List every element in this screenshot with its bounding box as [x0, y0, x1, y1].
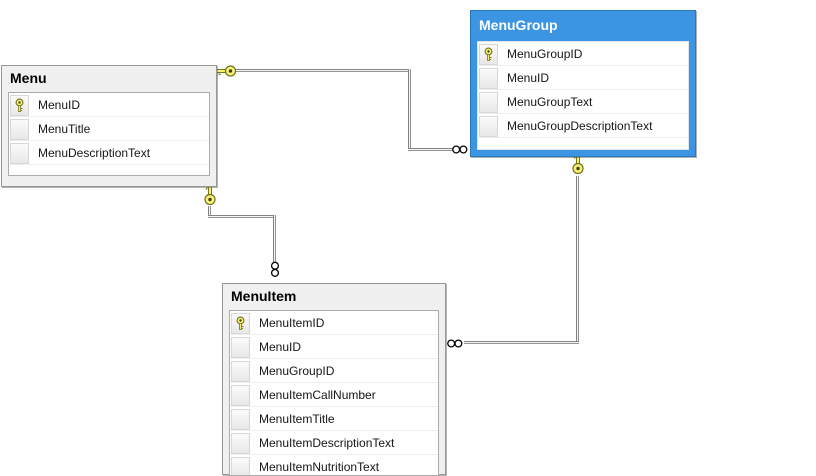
column-name: MenuTitle: [38, 122, 90, 136]
column-row[interactable]: MenuItemNutritionText: [230, 455, 438, 476]
column-name: MenuItemNutritionText: [259, 460, 379, 474]
column-row[interactable]: MenuID: [9, 93, 209, 117]
many-end-infinity-icon: [451, 143, 469, 156]
column-row[interactable]: MenuID: [230, 335, 438, 359]
column-row[interactable]: MenuDescriptionText: [9, 141, 209, 165]
column-name: MenuGroupDescriptionText: [507, 119, 652, 133]
column-name: MenuItemTitle: [259, 412, 335, 426]
row-selector-cell[interactable]: [479, 92, 498, 113]
row-selector-cell[interactable]: [231, 433, 250, 454]
row-selector-key-cell[interactable]: [10, 95, 29, 116]
row-selector-key-cell[interactable]: [231, 313, 250, 334]
row-selector-cell[interactable]: [479, 68, 498, 89]
primary-key-icon: [482, 47, 495, 62]
column-name: MenuID: [38, 98, 80, 112]
row-selector-cell[interactable]: [231, 361, 250, 382]
row-selector-cell[interactable]: [231, 337, 250, 358]
relationship-line-menu-menugroup[interactable]: [408, 69, 411, 151]
table-menugroup[interactable]: MenuGroup MenuGroupID MenuID MenuGroupText…: [470, 10, 696, 157]
table-title[interactable]: MenuItem: [223, 284, 445, 308]
column-name: MenuGroupText: [507, 95, 592, 109]
many-end-infinity-icon: [269, 261, 282, 279]
column-name: MenuID: [507, 71, 549, 85]
column-name: MenuGroupID: [507, 47, 582, 61]
column-name: MenuItemID: [259, 316, 324, 330]
row-selector-cell[interactable]: [231, 457, 250, 476]
primary-key-icon: [13, 98, 26, 113]
column-name: MenuID: [259, 340, 301, 354]
row-selector-cell[interactable]: [231, 409, 250, 430]
row-selector-cell[interactable]: [479, 116, 498, 137]
row-selector-cell[interactable]: [231, 385, 250, 406]
primary-key-icon: [234, 316, 247, 331]
table-column-grid: MenuItemID MenuID MenuGroupID MenuItemCallN…: [229, 310, 439, 476]
table-title[interactable]: MenuGroup: [471, 11, 695, 39]
row-selector-key-cell[interactable]: [479, 44, 498, 65]
column-name: MenuItemCallNumber: [259, 388, 376, 402]
column-row[interactable]: MenuTitle: [9, 117, 209, 141]
column-row[interactable]: MenuItemID: [230, 311, 438, 335]
column-name: MenuDescriptionText: [38, 146, 150, 160]
table-title[interactable]: Menu: [2, 66, 216, 90]
column-row[interactable]: MenuID: [478, 66, 688, 90]
relationship-line-menu-menuitem[interactable]: [273, 215, 276, 262]
relationship-line-menu-menugroup[interactable]: [229, 69, 411, 72]
column-name: MenuItemDescriptionText: [259, 436, 394, 450]
relationship-line-menu-menuitem[interactable]: [208, 215, 276, 218]
column-row[interactable]: MenuGroupID: [478, 42, 688, 66]
relationship-line-menugroup-menuitem[interactable]: [576, 176, 579, 344]
column-row[interactable]: MenuItemDescriptionText: [230, 431, 438, 455]
column-row[interactable]: MenuItemCallNumber: [230, 383, 438, 407]
column-row[interactable]: MenuItemTitle: [230, 407, 438, 431]
row-selector-cell[interactable]: [10, 143, 29, 164]
column-row[interactable]: MenuGroupText: [478, 90, 688, 114]
column-name: MenuGroupID: [259, 364, 334, 378]
column-row[interactable]: MenuGroupID: [230, 359, 438, 383]
row-selector-cell[interactable]: [10, 119, 29, 140]
relationship-line-menugroup-menuitem[interactable]: [464, 341, 579, 344]
relationship-line-menu-menugroup[interactable]: [408, 148, 453, 151]
column-row[interactable]: MenuGroupDescriptionText: [478, 114, 688, 138]
many-end-infinity-icon: [446, 337, 464, 350]
